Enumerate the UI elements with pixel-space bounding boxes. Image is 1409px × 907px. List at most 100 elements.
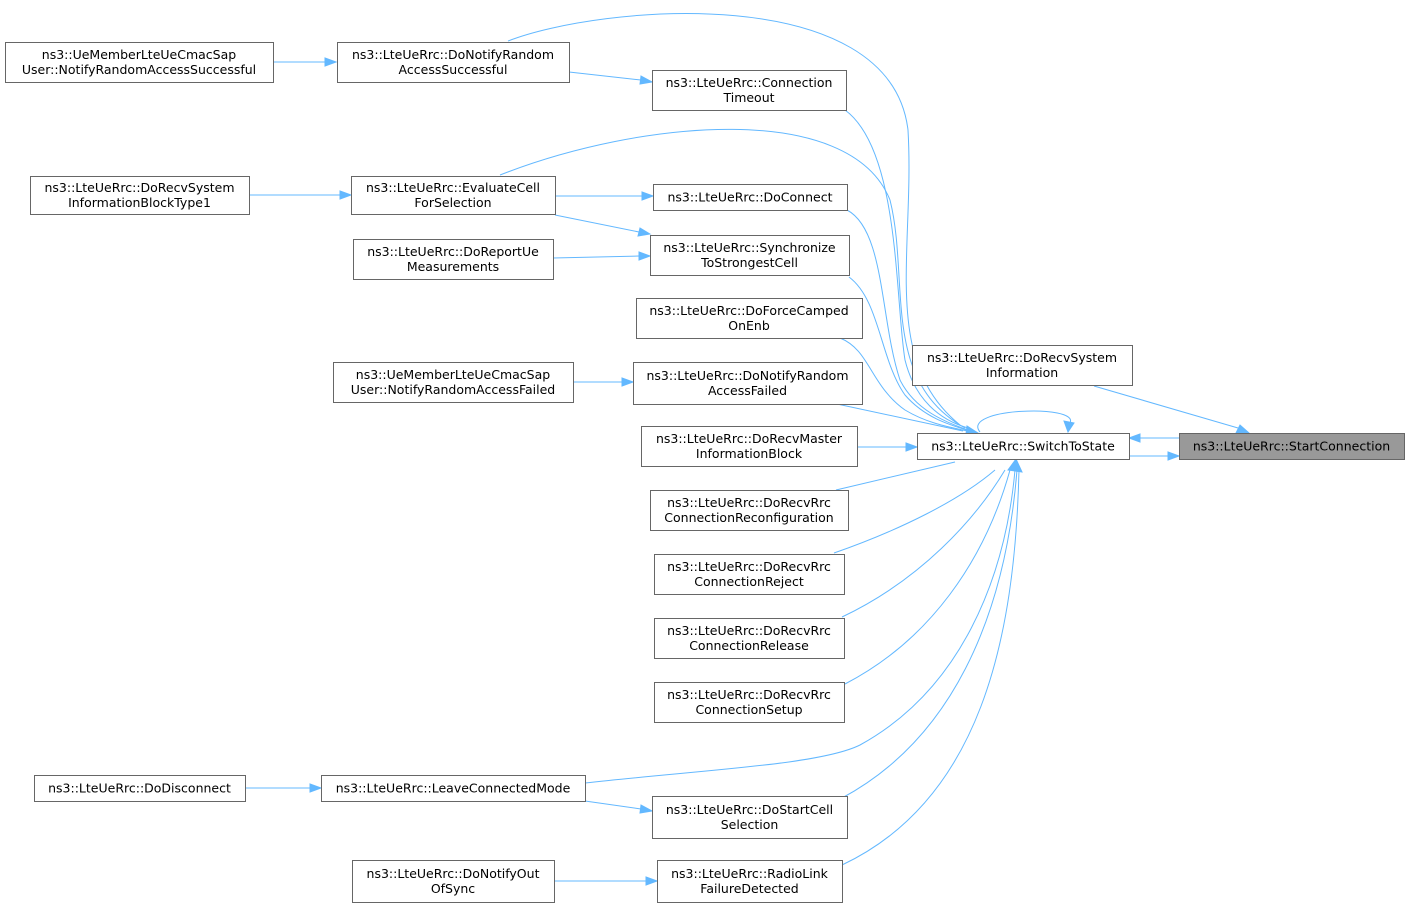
node-do-recv-rrc-reconf[interactable]: ns3::LteUeRrc::DoRecvRrcConnectionReconf… bbox=[650, 490, 849, 531]
node-label-line: ns3::LteUeRrc::Synchronize bbox=[663, 240, 836, 255]
node-box bbox=[353, 239, 554, 280]
edge-synchronize-to-switch bbox=[848, 276, 971, 432]
node-label-line: ns3::LteUeRrc::DoStartCell bbox=[666, 802, 833, 817]
edge-do-recv-rrc-setup-to-switch bbox=[844, 469, 1011, 685]
graph-nodes: ns3::UeMemberLteUeCmacSapUser::NotifyRan… bbox=[5, 42, 1405, 903]
node-box bbox=[650, 235, 850, 276]
node-box bbox=[653, 184, 848, 211]
node-label-line: User::NotifyRandomAccessFailed bbox=[351, 382, 555, 397]
node-do-notify-ra-failed[interactable]: ns3::LteUeRrc::DoNotifyRandomAccessFaile… bbox=[633, 362, 863, 405]
edge-radio-link-to-switch bbox=[841, 469, 1020, 866]
node-label-line: FailureDetected bbox=[700, 881, 798, 896]
node-label-line: AccessFailed bbox=[708, 383, 787, 398]
node-box bbox=[917, 433, 1130, 460]
edge-do-recv-rrc-release-to-switch bbox=[841, 469, 1006, 618]
arrow-do-notify-ra-successful-from-sap bbox=[324, 57, 338, 67]
node-box bbox=[321, 775, 586, 802]
node-label-line: ConnectionSetup bbox=[695, 702, 802, 717]
node-label-line: ns3::LteUeRrc::DoConnect bbox=[667, 190, 832, 205]
node-label-line: OfSync bbox=[431, 881, 475, 896]
arrow-do-connect bbox=[641, 191, 655, 201]
node-box bbox=[30, 176, 250, 215]
node-box bbox=[654, 554, 845, 595]
edge-evaluate-cell-to-switch bbox=[499, 128, 966, 429]
node-leave-connected[interactable]: ns3::LteUeRrc::LeaveConnectedMode bbox=[321, 775, 586, 802]
node-label-line: AccessSuccessful bbox=[399, 62, 508, 77]
node-label-line: ns3::LteUeRrc::DoRecvSystem bbox=[44, 180, 234, 195]
edge-do-recv-rrc-reconf-to-switch bbox=[835, 461, 956, 491]
node-start-connection[interactable]: ns3::LteUeRrc::StartConnection bbox=[1179, 433, 1405, 460]
node-label-line: ns3::UeMemberLteUeCmacSap bbox=[356, 367, 550, 382]
edge-do-recv-system-information-to-start-connection bbox=[1093, 385, 1239, 429]
arrow-switch-self-loop bbox=[1063, 420, 1075, 434]
node-label-line: ns3::LteUeRrc::DoNotifyRandom bbox=[352, 47, 554, 62]
node-synchronize[interactable]: ns3::LteUeRrc::SynchronizeToStrongestCel… bbox=[650, 235, 850, 276]
arrow-leave-connected bbox=[309, 783, 323, 793]
node-label-line: Selection bbox=[721, 817, 779, 832]
edge-leave-connected-to-switch bbox=[584, 469, 1016, 784]
edge-do-notify-ra-failed-to-switch bbox=[836, 403, 964, 432]
node-label-line: ns3::LteUeRrc::Connection bbox=[666, 75, 833, 90]
node-box bbox=[912, 345, 1133, 386]
node-label-line: InformationBlock bbox=[696, 446, 803, 461]
node-do-notify-ra-successful[interactable]: ns3::LteUeRrc::DoNotifyRandomAccessSucce… bbox=[337, 42, 570, 83]
node-do-disconnect[interactable]: ns3::LteUeRrc::DoDisconnect bbox=[34, 775, 246, 802]
arrow-evaluate-cell bbox=[339, 190, 353, 200]
node-nra-successful-sap[interactable]: ns3::UeMemberLteUeCmacSapUser::NotifyRan… bbox=[5, 42, 274, 83]
node-label-line: ConnectionReconfiguration bbox=[664, 510, 833, 525]
node-box bbox=[34, 775, 246, 802]
node-label-line: ns3::LteUeRrc::RadioLink bbox=[671, 866, 829, 881]
node-switch-to-state[interactable]: ns3::LteUeRrc::SwitchToState bbox=[917, 433, 1130, 460]
edge-do-report-ue-to-synchronize bbox=[552, 255, 640, 259]
node-do-recv-sib1[interactable]: ns3::LteUeRrc::DoRecvSystemInformationBl… bbox=[30, 176, 250, 215]
arrow-switch-incoming-bottom bbox=[1007, 458, 1023, 473]
arrow-switch-from-start-connection bbox=[1127, 433, 1141, 443]
node-label-line: ns3::LteUeRrc::DoNotifyRandom bbox=[646, 368, 848, 383]
node-do-connect[interactable]: ns3::LteUeRrc::DoConnect bbox=[653, 184, 848, 211]
graph-edges bbox=[245, 13, 1251, 886]
node-label-line: ConnectionReject bbox=[694, 574, 804, 589]
edge-connection-timeout-to-switch bbox=[844, 109, 969, 429]
edge-evaluate-cell-to-synchronize bbox=[554, 214, 640, 233]
arrow-switch-incoming-left bbox=[905, 442, 919, 452]
arrow-do-start-cell bbox=[639, 804, 654, 814]
node-label-line: User::NotifyRandomAccessSuccessful bbox=[22, 62, 256, 77]
node-label-line: ns3::LteUeRrc::DoReportUe bbox=[367, 244, 539, 259]
node-label-line: Measurements bbox=[407, 259, 499, 274]
node-label-line: ns3::LteUeRrc::DoRecvSystem bbox=[927, 350, 1117, 365]
edge-do-connect-to-switch bbox=[846, 209, 969, 431]
node-label-line: ns3::LteUeRrc::SwitchToState bbox=[931, 439, 1115, 454]
node-label-line: ns3::UeMemberLteUeCmacSap bbox=[42, 47, 236, 62]
arrow-start-connection-from-switch bbox=[1167, 451, 1181, 461]
node-label-line: Timeout bbox=[722, 90, 774, 105]
node-label-line: ns3::LteUeRrc::DoRecvRrc bbox=[667, 559, 831, 574]
node-do-recv-mib[interactable]: ns3::LteUeRrc::DoRecvMasterInformationBl… bbox=[641, 426, 858, 467]
node-box bbox=[636, 298, 863, 339]
arrow-synchronize-from-report bbox=[638, 251, 652, 261]
edge-leave-connected-to-do-start-cell bbox=[584, 800, 642, 810]
node-nra-failed-sap[interactable]: ns3::UeMemberLteUeCmacSapUser::NotifyRan… bbox=[333, 362, 574, 403]
edge-switch-self-loop bbox=[977, 410, 1071, 433]
arrow-switch-incoming-top bbox=[965, 425, 980, 435]
node-box bbox=[652, 70, 847, 111]
node-label-line: ns3::LteUeRrc::DoRecvMaster bbox=[656, 431, 843, 446]
node-label-line: ConnectionRelease bbox=[689, 638, 809, 653]
node-label-line: Information bbox=[986, 365, 1058, 380]
node-box bbox=[5, 42, 274, 83]
arrow-radio-link bbox=[645, 876, 659, 886]
node-do-recv-rrc-release[interactable]: ns3::LteUeRrc::DoRecvRrcConnectionReleas… bbox=[654, 618, 845, 659]
edge-do-recv-rrc-reject-to-switch bbox=[833, 469, 996, 554]
node-box bbox=[654, 682, 845, 723]
node-box bbox=[633, 362, 863, 405]
